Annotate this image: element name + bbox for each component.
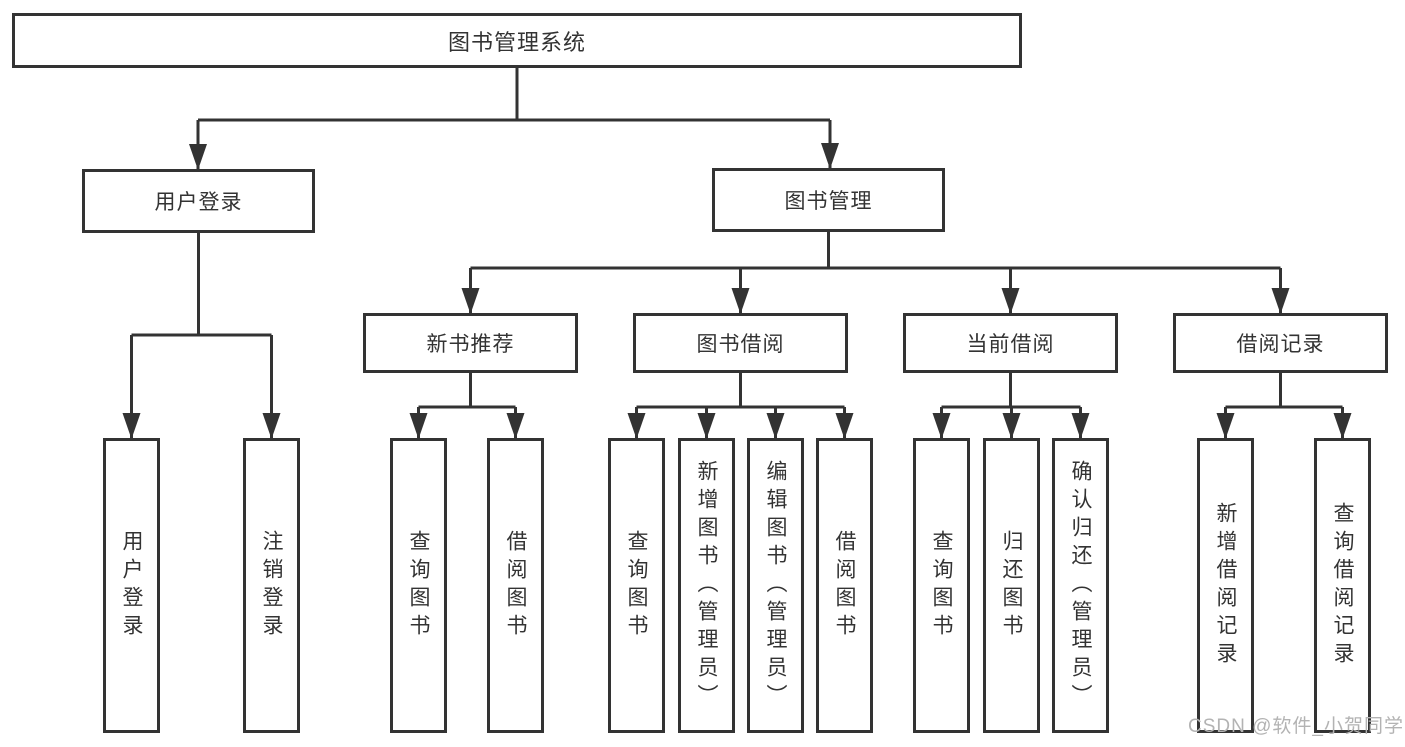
connector-root-children [189,68,839,170]
node-leaf-confirm-return-admin: 确认归还（管理员） [1052,438,1109,733]
node-user-login: 用户登录 [82,169,315,233]
node-leaf-query-borrow-record: 查询借阅记录 [1314,438,1371,733]
node-new-book-recommend: 新书推荐 [363,313,578,373]
node-book-management: 图书管理 [712,168,945,232]
node-leaf-borrow-books: 借阅图书 [816,438,873,733]
connector-current-borrow-children [932,373,1090,439]
node-leaf-borrow-books-recommend: 借阅图书 [487,438,544,733]
node-leaf-query-books-recommend: 查询图书 [390,438,447,733]
node-leaf-query-books-current: 查询图书 [913,438,970,733]
node-book-borrowing: 图书借阅 [633,313,848,373]
node-borrowing-records: 借阅记录 [1173,313,1388,373]
node-leaf-add-book-admin: 新增图书（管理员） [678,438,735,733]
node-leaf-logout: 注销登录 [243,438,300,733]
node-library-system-root: 图书管理系统 [12,13,1022,68]
node-leaf-query-books-borrowing: 查询图书 [608,438,665,733]
connector-borrow-records-children [1216,373,1352,439]
node-current-borrowing: 当前借阅 [903,313,1118,373]
connector-new-book-children [409,373,525,439]
node-leaf-return-book: 归还图书 [983,438,1040,733]
connector-user-login-children [122,233,281,439]
csdn-watermark: CSDN @软件_小贺同学 [1188,716,1404,737]
node-leaf-add-borrow-record: 新增借阅记录 [1197,438,1254,733]
node-leaf-edit-book-admin: 编辑图书（管理员） [747,438,804,733]
connector-book-borrow-children [627,373,854,439]
connector-book-mgmt-children [461,232,1290,314]
node-leaf-user-login: 用户登录 [103,438,160,733]
